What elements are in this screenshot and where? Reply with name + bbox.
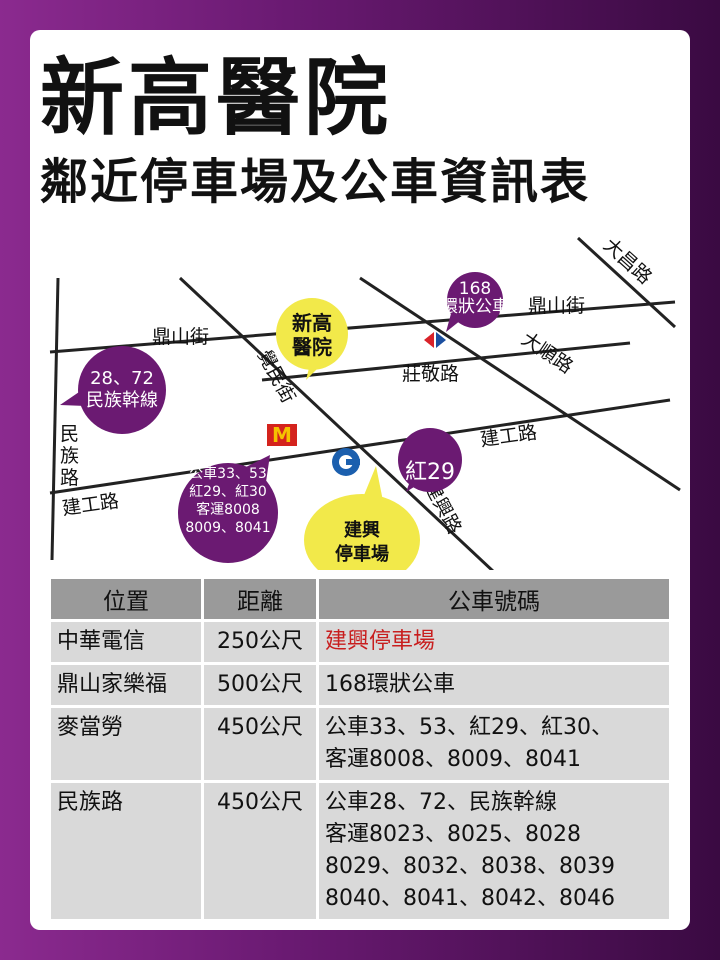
info-card: 新高醫院 鄰近停車場及公車資訊表 大昌路 鼎山街 鼎山街 莊敬路 大順路 建工路…: [30, 30, 690, 930]
row-bus: 公車33、53、紅29、紅30、 客運8008、8009、8041: [319, 708, 669, 780]
hospital-label: 新高醫院: [292, 311, 332, 359]
road-dachang: [576, 236, 677, 329]
table-row: 民族路 450公尺 公車28、72、民族幹線 客運8023、8025、8028 …: [51, 783, 669, 919]
chunghwa-telecom-logo-icon: [332, 448, 360, 476]
street-label-dachang: 大昌路: [599, 234, 656, 289]
hospital-bubble: 新高醫院: [276, 298, 348, 380]
parking-bubble: 建興停車場: [304, 466, 420, 570]
street-label-minzu: 民族路: [60, 423, 79, 489]
page-subtitle: 鄰近停車場及公車資訊表: [40, 154, 591, 210]
street-label-dingshan-right: 鼎山街: [528, 295, 585, 317]
row-place: 鼎山家樂福: [51, 665, 201, 705]
street-label-jiangong-right: 建工路: [479, 421, 539, 451]
mcdonalds-logo-icon: M: [267, 423, 297, 447]
row-bus: 建興停車場: [319, 622, 669, 662]
row-place: 麥當勞: [51, 708, 201, 780]
row-place: 民族路: [51, 783, 201, 919]
road-zhuangjing: [261, 341, 631, 382]
row-bus: 168環狀公車: [319, 665, 669, 705]
row-distance: 250公尺: [204, 622, 316, 662]
street-label-minzu-vertical: 民族路: [60, 423, 79, 489]
hong29-label: 紅29: [405, 460, 455, 485]
bus-info-table: 位置 距離 公車號碼 中華電信 250公尺 建興停車場 鼎山家樂福 500公尺 …: [48, 576, 672, 922]
row-distance: 450公尺: [204, 708, 316, 780]
road-jianxing: [178, 276, 495, 570]
carrefour-logo-icon: [424, 332, 446, 348]
row-bus: 公車28、72、民族幹線 客運8023、8025、8028 8029、8032、…: [319, 783, 669, 919]
street-label-jiangong-left: 建工路: [61, 490, 121, 520]
svg-text:M: M: [272, 423, 292, 447]
road-dingshan: [49, 300, 676, 354]
row-place: 中華電信: [51, 622, 201, 662]
header-distance: 距離: [204, 579, 316, 619]
table-row: 中華電信 250公尺 建興停車場: [51, 622, 669, 662]
row-distance: 450公尺: [204, 783, 316, 919]
table-row: 鼎山家樂福 500公尺 168環狀公車: [51, 665, 669, 705]
header-bus: 公車號碼: [319, 579, 669, 619]
street-label-dingshan-left: 鼎山街: [152, 326, 209, 348]
header-place: 位置: [51, 579, 201, 619]
row-distance: 500公尺: [204, 665, 316, 705]
hong29-bubble: 紅29: [398, 428, 462, 492]
table-header-row: 位置 距離 公車號碼: [51, 579, 669, 619]
street-lines: [49, 236, 681, 570]
table-row: 麥當勞 450公尺 公車33、53、紅29、紅30、 客運8008、8009、8…: [51, 708, 669, 780]
street-label-zhuangjing: 莊敬路: [402, 363, 459, 385]
page-title: 新高醫院: [40, 49, 393, 147]
area-map: 大昌路 鼎山街 鼎山街 莊敬路 大順路 建工路 建工路 覺民街 建興路 民族路 …: [49, 234, 681, 570]
parking-label: 建興停車場: [335, 519, 389, 565]
road-minzu: [50, 277, 60, 561]
road-dashun: [359, 276, 681, 492]
